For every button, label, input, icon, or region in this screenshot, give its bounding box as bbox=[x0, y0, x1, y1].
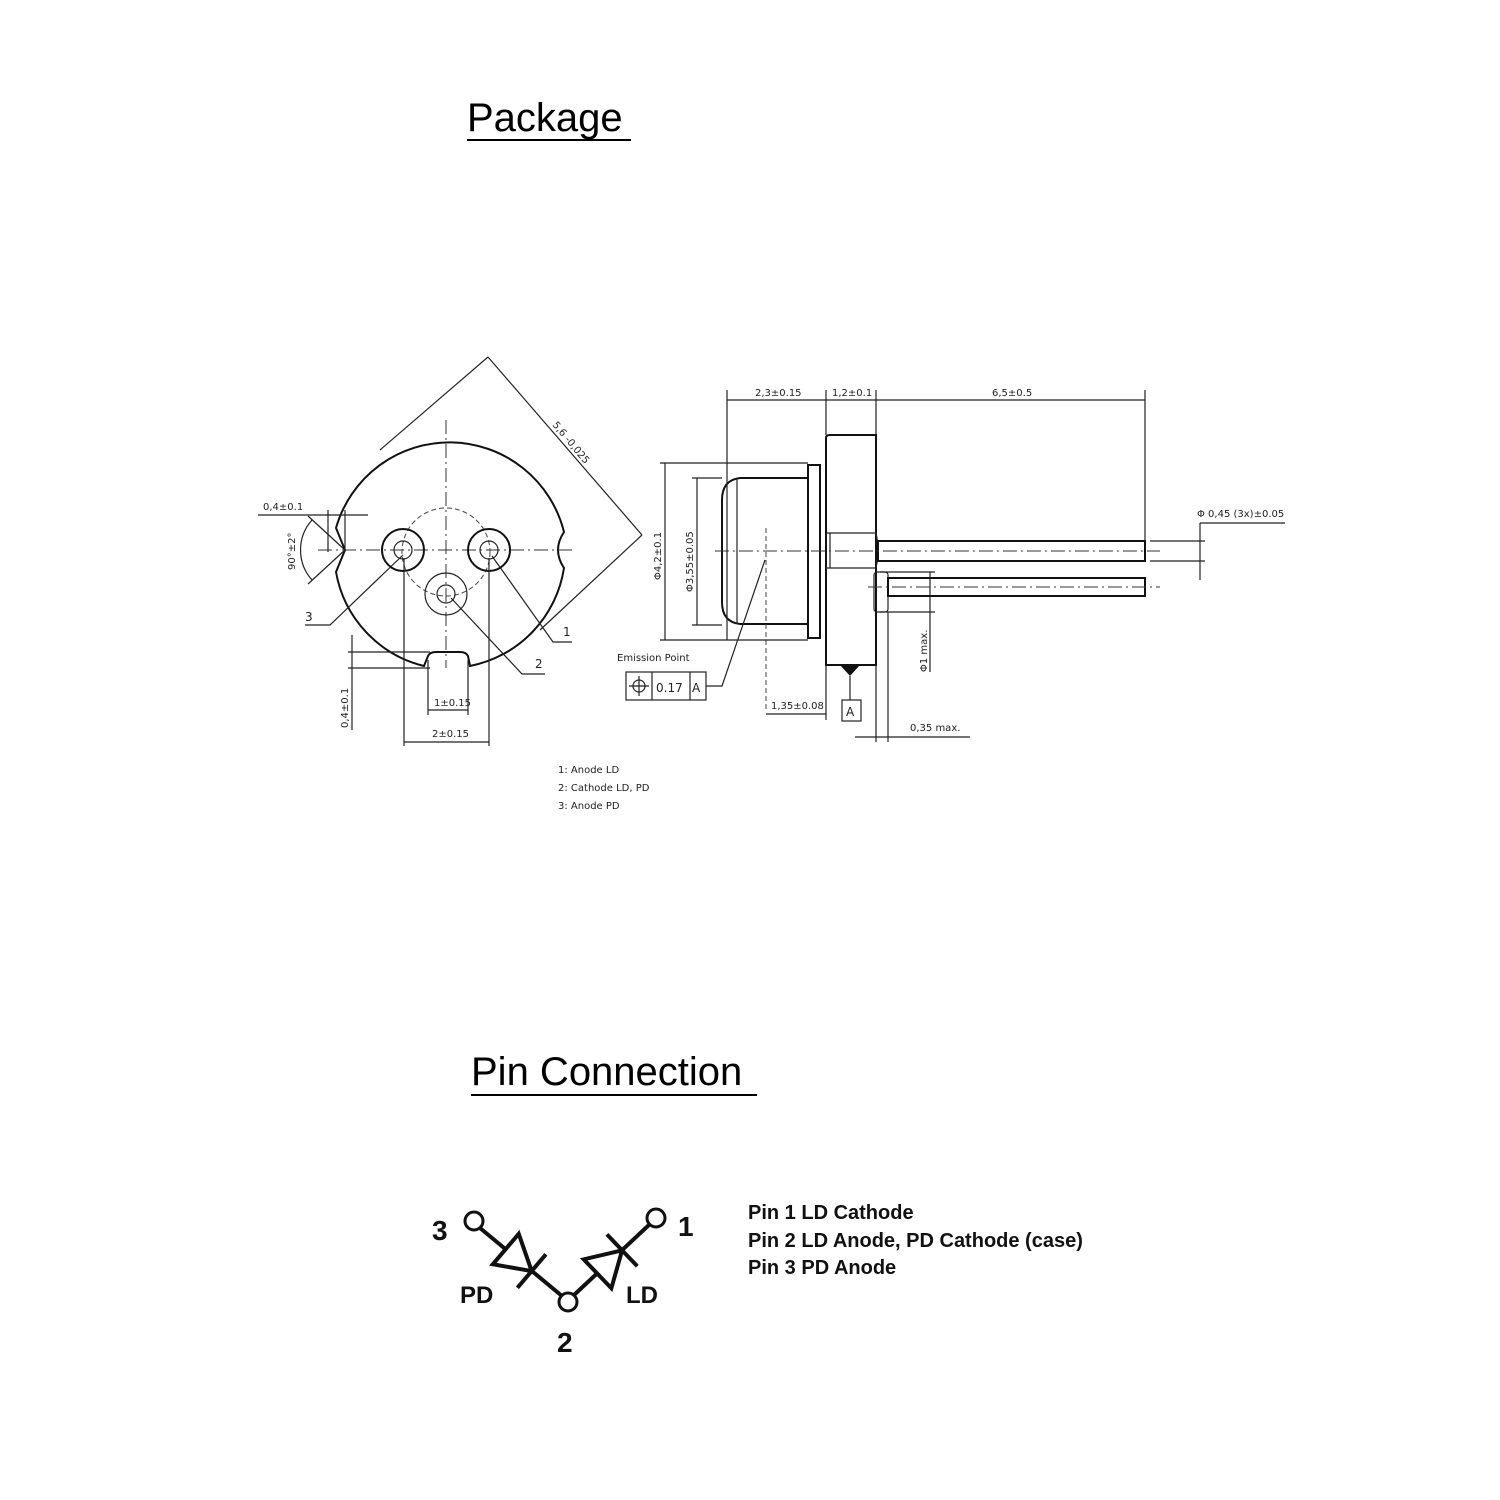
pin-descriptions: Pin 1 LD Cathode Pin 2 LD Anode, PD Cath… bbox=[748, 1202, 1083, 1279]
flange bbox=[825, 434, 877, 666]
pin-description: Pin 1 LD Cathode bbox=[748, 1202, 914, 1224]
pin-1-terminal bbox=[645, 1207, 667, 1229]
notch-angle-dim: 90°±2° bbox=[287, 533, 298, 570]
diagonal-dim: 5,6 -0,025 bbox=[550, 420, 591, 466]
legend-item: 1: Anode LD bbox=[558, 765, 619, 776]
pin-2 bbox=[424, 572, 468, 616]
front-view: 5,6 -0,025 0,4±0.1 90°±2° 3 1 2 0,4±0.1 … bbox=[258, 356, 643, 746]
pin-label-3: 3 bbox=[305, 610, 313, 624]
cap-length-dim: 2,3±0.15 bbox=[755, 388, 802, 399]
pin-1-label: 1 bbox=[678, 1211, 694, 1242]
tolerance-value: 0.17 bbox=[656, 681, 683, 695]
pin-3-label: 3 bbox=[432, 1215, 448, 1246]
legend-item: 2: Cathode LD, PD bbox=[558, 783, 650, 794]
pin-label-1: 1 bbox=[563, 625, 571, 639]
pin-circle bbox=[401, 507, 491, 597]
pin-2-label: 2 bbox=[557, 1327, 573, 1358]
emission-depth-dim: 1,35±0.08 bbox=[771, 701, 824, 712]
collar-diameter-dim: Φ1 max. bbox=[919, 630, 930, 672]
slot-depth-dim: 0,4±0.1 bbox=[340, 688, 351, 728]
photodiode-symbol bbox=[489, 1229, 548, 1290]
pin-label-2: 2 bbox=[535, 657, 543, 671]
notch-depth-dim: 0,4±0.1 bbox=[263, 502, 303, 513]
window-diameter-dim: Φ3,55±0.05 bbox=[685, 531, 696, 592]
tolerance-datum: A bbox=[692, 681, 701, 695]
collar-length-dim: 0,35 max. bbox=[910, 723, 960, 734]
pin-description: Pin 3 PD Anode bbox=[748, 1257, 896, 1279]
slot-width-dim: 1±0.15 bbox=[434, 698, 471, 709]
pin-spacing-dim: 2±0.15 bbox=[432, 729, 469, 740]
laser-diode-symbol bbox=[579, 1233, 639, 1293]
lead-diameter-dim: Φ 0,45 (3x)±0.05 bbox=[1197, 509, 1284, 520]
pin-legend: 1: Anode LD 2: Cathode LD, PD 3: Anode P… bbox=[558, 765, 650, 812]
ld-label: LD bbox=[626, 1282, 658, 1309]
lead-length-dim: 6,5±0.5 bbox=[992, 388, 1032, 399]
header-outline bbox=[334, 441, 566, 668]
pd-label: PD bbox=[460, 1282, 493, 1309]
datum-triangle bbox=[840, 665, 860, 676]
cap-diameter-dim: Φ4,2±0.1 bbox=[653, 532, 664, 580]
emission-point-label: Emission Point bbox=[617, 653, 690, 664]
package-title: Package bbox=[467, 96, 623, 140]
pin-2-terminal bbox=[557, 1291, 579, 1313]
side-view: 2,3±0.15 1,2±0.1 6,5±0.5 Φ4,2±0.1 Φ3,55±… bbox=[617, 388, 1285, 742]
pin-3 bbox=[381, 528, 425, 572]
pin-3-terminal bbox=[463, 1210, 485, 1232]
pin-schematic: 3 1 2 PD LD bbox=[432, 1207, 694, 1358]
datum-label: A bbox=[846, 705, 855, 719]
pin-description: Pin 2 LD Anode, PD Cathode (case) bbox=[748, 1230, 1083, 1252]
legend-item: 3: Anode PD bbox=[558, 801, 620, 812]
flange-thickness-dim: 1,2±0.1 bbox=[832, 388, 872, 399]
pin-connection-title: Pin Connection bbox=[471, 1050, 742, 1094]
